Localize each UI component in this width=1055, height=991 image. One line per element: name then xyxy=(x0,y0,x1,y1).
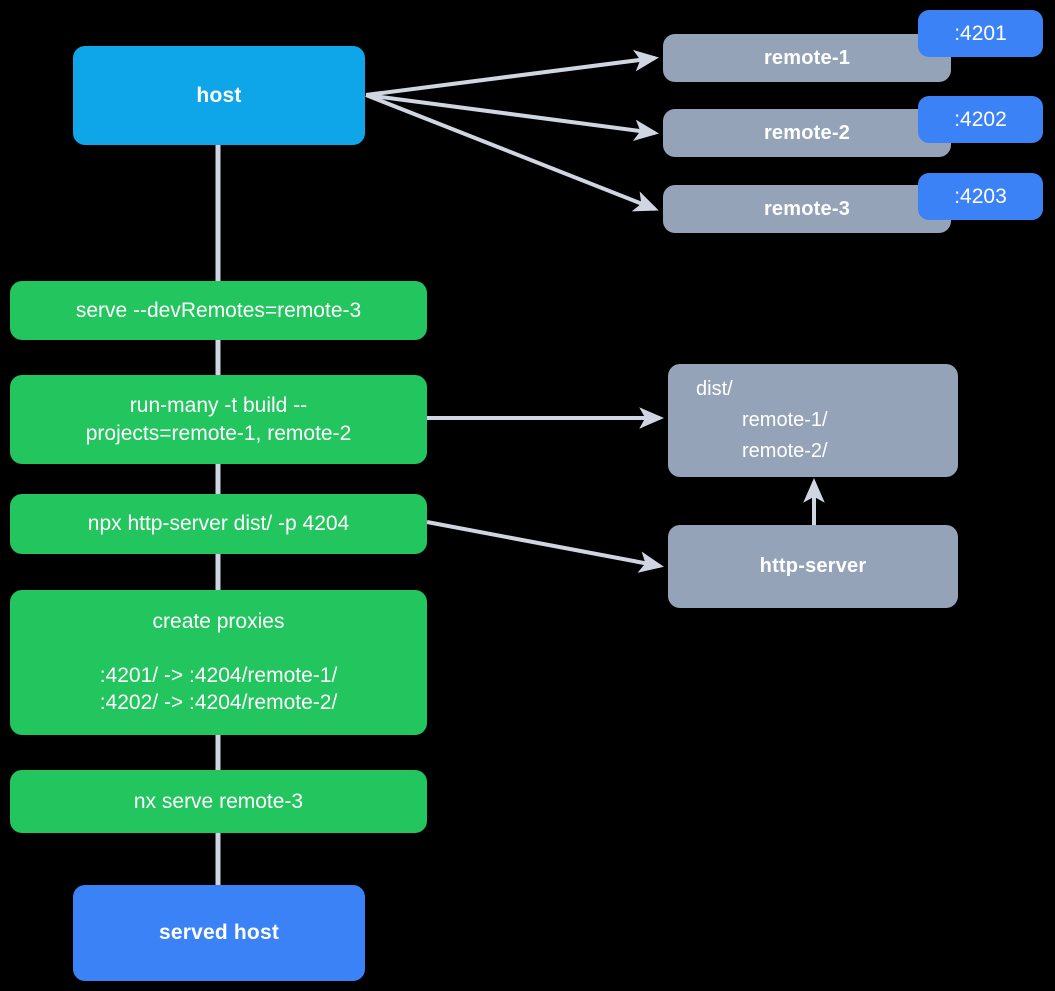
command-create-proxies-line-2: :4201/ -> :4204/remote-1/ xyxy=(99,663,338,687)
edge-host-to-remote-2 xyxy=(365,93,659,141)
node-command-npx-http-server[interactable]: npx http-server dist/ -p 4204 xyxy=(10,494,427,554)
node-served-host-label: served host xyxy=(158,921,280,945)
node-http-server[interactable]: http-server xyxy=(668,525,958,608)
node-served-host[interactable]: served host xyxy=(73,885,365,981)
node-command-serve-dev-remotes[interactable]: serve --devRemotes=remote-3 xyxy=(10,281,427,340)
command-nx-serve-remote-3-line-1: nx serve remote-3 xyxy=(133,789,304,813)
node-remote-2[interactable]: remote-2 xyxy=(663,109,951,157)
badge-remote-1-port-label: :4201 xyxy=(954,21,1007,45)
node-remote-3[interactable]: remote-3 xyxy=(663,185,951,233)
node-remote-2-label: remote-2 xyxy=(763,121,851,144)
edge-host-to-remote-3 xyxy=(365,93,659,212)
badge-remote-2-port: :4202 xyxy=(918,96,1043,143)
badge-remote-3-port-label: :4203 xyxy=(954,184,1007,208)
command-create-proxies-line-1: create proxies xyxy=(152,609,285,633)
dist-folder-line-3: remote-2/ xyxy=(742,440,828,462)
command-run-many-build-line-2: projects=remote-1, remote-2 xyxy=(85,421,352,445)
dist-folder-line-1: dist/ xyxy=(696,378,733,400)
badge-remote-3-port: :4203 xyxy=(918,173,1043,220)
edge-npx-to-http-server xyxy=(426,520,664,573)
node-remote-1-label: remote-1 xyxy=(763,46,851,69)
node-host-label: host xyxy=(196,83,242,107)
node-dist-folder[interactable]: dist/ remote-1/ remote-2/ xyxy=(668,364,958,477)
command-run-many-build-line-1: run-many -t build -- xyxy=(129,393,308,417)
node-command-nx-serve-remote-3[interactable]: nx serve remote-3 xyxy=(10,770,427,833)
badge-remote-1-port: :4201 xyxy=(918,10,1043,57)
node-command-run-many-build[interactable]: run-many -t build -- projects=remote-1, … xyxy=(10,375,427,464)
badge-remote-2-port-label: :4202 xyxy=(954,107,1007,131)
command-npx-http-server-line-1: npx http-server dist/ -p 4204 xyxy=(87,512,350,536)
node-remote-1[interactable]: remote-1 xyxy=(663,34,951,82)
command-serve-dev-remotes-line-1: serve --devRemotes=remote-3 xyxy=(75,298,362,322)
node-http-server-label: http-server xyxy=(759,555,867,578)
dist-folder-line-2: remote-1/ xyxy=(742,409,828,431)
edge-host-to-remote-1 xyxy=(365,49,659,97)
node-remote-3-label: remote-3 xyxy=(763,197,851,220)
node-host[interactable]: host xyxy=(73,46,365,145)
node-command-create-proxies[interactable]: create proxies :4201/ -> :4204/remote-1/… xyxy=(10,590,427,735)
command-create-proxies-line-3: :4202/ -> :4204/remote-2/ xyxy=(99,691,338,715)
